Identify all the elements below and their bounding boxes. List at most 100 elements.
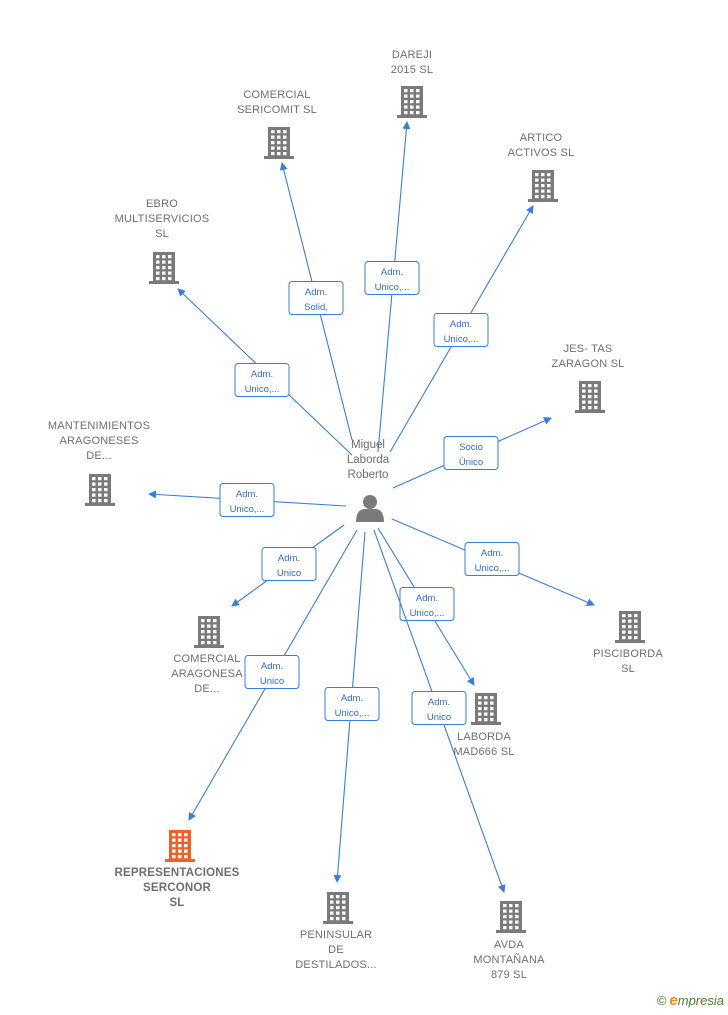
company-name-line: 2015 SL xyxy=(391,64,433,76)
company-name-line: JES- TAS xyxy=(564,343,613,355)
building-icon[interactable] xyxy=(471,693,501,725)
role-label-pisciborda[interactable]: Adm. Unico,... xyxy=(464,542,520,576)
role-text: Unico,... xyxy=(410,608,445,619)
company-name-line: PISCIBORDA xyxy=(593,648,663,660)
role-label-mantenimientos-aragoneses[interactable]: Adm.Unico,... xyxy=(219,483,275,517)
role-text: Adm. xyxy=(381,267,403,278)
brand-logo-text[interactable]: mpresia xyxy=(677,993,724,1008)
nodes-layer: DAREJI 2015 SL COMERCIAL SERICOMIT SL ARTICO… xyxy=(48,49,663,981)
company-node-comercial-aragonesa[interactable]: COMERCIALARAGONESADE... xyxy=(171,616,243,695)
company-name-line: COMERCIAL xyxy=(243,89,310,101)
role-text: Adm. xyxy=(428,697,450,708)
role-text: Adm. xyxy=(261,661,283,672)
person-name-line: Laborda xyxy=(347,454,390,466)
role-label-peninsular-destilados[interactable]: Adm.Unico,... xyxy=(324,687,380,721)
role-box xyxy=(464,542,520,576)
company-name-line: DAREJI xyxy=(392,49,432,61)
company-name-line: AVDA xyxy=(494,939,524,951)
role-text: Adm. xyxy=(305,287,327,298)
building-icon[interactable] xyxy=(397,86,427,118)
role-text: Adm. xyxy=(481,548,503,559)
building-icon[interactable] xyxy=(323,892,353,924)
company-name-line: ARTICO xyxy=(520,132,563,144)
role-box xyxy=(261,547,317,581)
role-box xyxy=(219,483,275,517)
company-name-line: REPRESENTACIONES xyxy=(114,867,239,879)
role-label-avda-montanana[interactable]: Adm.Unico xyxy=(411,691,467,725)
role-label-ebro-multiservicios[interactable]: Adm. Unico,... xyxy=(234,363,290,397)
company-node-mantenimientos-aragoneses[interactable]: MANTENIMIENTOS ARAGONESES DE... xyxy=(48,420,150,506)
company-name-line: MANTENIMIENTOS xyxy=(48,420,150,432)
footer-credit: ©empresia xyxy=(657,992,724,1009)
building-icon[interactable] xyxy=(575,381,605,413)
role-label-laborda-mad666[interactable]: Adm. Unico,... xyxy=(399,587,455,621)
company-node-comercial-sericomit[interactable]: COMERCIAL SERICOMIT SL xyxy=(237,89,317,159)
role-box xyxy=(288,281,344,315)
company-name-line: DE xyxy=(328,944,344,956)
company-name-line: PENINSULAR xyxy=(300,929,372,941)
building-icon[interactable] xyxy=(85,474,115,506)
role-label-dareji[interactable]: Adm. Unico,... xyxy=(364,261,420,295)
building-icon[interactable] xyxy=(165,830,195,862)
brand-logo-initial[interactable]: e xyxy=(669,992,678,1009)
company-node-dareji[interactable]: DAREJI 2015 SL xyxy=(391,49,433,118)
role-label-representaciones-serconor[interactable]: Adm. Unico xyxy=(244,655,300,689)
role-text: Unico,... xyxy=(230,504,265,515)
role-text: Adm. xyxy=(341,693,363,704)
role-text: Unico,... xyxy=(444,334,479,345)
company-name-line: DE... xyxy=(194,683,219,695)
role-text: Unico xyxy=(260,676,284,687)
role-text: Solid. xyxy=(304,302,328,313)
company-name-line: 879 SL xyxy=(491,969,527,981)
company-name-line: DESTILADOS... xyxy=(295,959,376,971)
role-text: Unico,... xyxy=(375,282,410,293)
person-icon[interactable] xyxy=(356,495,384,522)
company-name-line: COMERCIAL xyxy=(173,653,240,665)
role-text: Adm. xyxy=(251,369,273,380)
edges-layer: Adm.Unico,...Adm.Solid.Adm.Unico,...Adm.… xyxy=(148,121,595,893)
company-node-peninsular-destilados[interactable]: PENINSULAR DE DESTILADOS... xyxy=(295,892,377,971)
person-name-line: Roberto xyxy=(348,469,389,481)
role-label-comercial-aragonesa[interactable]: Adm.Unico xyxy=(261,547,317,581)
company-name-line: SERICOMIT SL xyxy=(237,104,317,116)
role-box xyxy=(364,261,420,295)
role-box xyxy=(433,313,489,347)
role-box xyxy=(234,363,290,397)
building-icon[interactable] xyxy=(264,127,294,159)
role-label-artico-activos[interactable]: Adm.Unico,... xyxy=(433,313,489,347)
company-name-line: LABORDA xyxy=(457,731,511,743)
building-icon[interactable] xyxy=(149,252,179,284)
role-text: Unico,... xyxy=(245,384,280,395)
company-name-line: ZARAGON SL xyxy=(552,358,625,370)
company-name-line: SL xyxy=(169,897,184,909)
role-box xyxy=(443,436,499,470)
company-node-jes-tas-zaragon[interactable]: JES- TAS ZARAGON SL xyxy=(552,343,625,413)
company-name-line: MAD666 SL xyxy=(453,746,514,758)
company-name-line: DE... xyxy=(86,450,111,462)
company-name-line: ARAGONESES xyxy=(59,435,138,447)
role-label-comercial-sericomit[interactable]: Adm. Solid. xyxy=(288,281,344,315)
building-icon[interactable] xyxy=(496,901,526,933)
role-text: Unico,... xyxy=(475,563,510,574)
role-box xyxy=(324,687,380,721)
company-name-line: MULTISERVICIOS xyxy=(115,213,210,225)
role-text: Adm. xyxy=(416,593,438,604)
company-node-laborda-mad666[interactable]: LABORDA MAD666 SL xyxy=(453,693,514,758)
person-name-line: Miguel xyxy=(351,439,385,451)
role-text: Socio xyxy=(459,442,483,453)
role-text: Adm. xyxy=(278,553,300,564)
company-name-line: SL xyxy=(155,228,169,240)
company-node-pisciborda[interactable]: PISCIBORDA SL xyxy=(593,611,663,675)
building-icon[interactable] xyxy=(528,170,558,202)
company-name-line: SL xyxy=(621,663,635,675)
role-text: Único xyxy=(459,457,483,468)
building-icon[interactable] xyxy=(194,616,224,648)
building-icon[interactable] xyxy=(615,611,645,643)
